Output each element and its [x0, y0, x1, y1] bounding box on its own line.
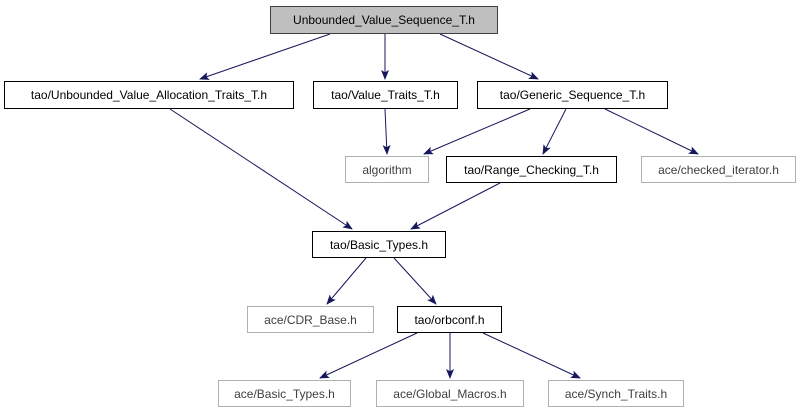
graph-node-rangecheck[interactable]: tao/Range_Checking_T.h: [446, 156, 617, 183]
graph-node-label: algorithm: [362, 162, 412, 177]
graph-node-label: ace/checked_iterator.h: [658, 162, 779, 177]
graph-node-label: tao/Generic_Sequence_T.h: [499, 88, 646, 102]
graph-node-root[interactable]: Unbounded_Value_Sequence_T.h: [270, 6, 498, 34]
graph-node-label: ace/Basic_Types.h: [234, 386, 335, 401]
graph-edge-orbconf-to-synchtraits: [482, 332, 581, 379]
graph-node-label: tao/Range_Checking_T.h: [464, 162, 599, 177]
graph-edge-rangecheck-to-basictypes: [410, 182, 501, 230]
graph-edge-genseq-to-algorithm: [423, 108, 531, 155]
graph-node-acebasic[interactable]: ace/Basic_Types.h: [218, 380, 351, 407]
graph-node-genseq[interactable]: tao/Generic_Sequence_T.h: [477, 81, 668, 109]
graph-node-label: tao/Basic_Types.h: [329, 237, 429, 252]
graph-node-checkediter[interactable]: ace/checked_iterator.h: [641, 156, 796, 183]
graph-node-globalmac[interactable]: ace/Global_Macros.h: [376, 380, 524, 407]
graph-node-algorithm[interactable]: algorithm: [345, 156, 429, 183]
graph-edge-genseq-to-rangecheck: [542, 108, 567, 155]
graph-node-label: tao/orbconf.h: [414, 312, 485, 327]
graph-edge-uvat-to-basictypes: [169, 108, 353, 230]
graph-node-basictypes[interactable]: tao/Basic_Types.h: [312, 231, 446, 258]
graph-edge-basictypes-to-orbconf: [393, 257, 437, 305]
graph-node-orbconf[interactable]: tao/orbconf.h: [397, 306, 502, 333]
graph-node-cdrbase[interactable]: ace/CDR_Base.h: [247, 306, 374, 333]
graph-edge-genseq-to-checkediter: [604, 108, 699, 155]
graph-node-synchtraits[interactable]: ace/Synch_Traits.h: [548, 380, 684, 407]
graph-edge-basictypes-to-cdrbase: [326, 257, 367, 305]
graph-node-label: Unbounded_Value_Sequence_T.h: [293, 13, 475, 27]
graph-edge-root-to-uvat: [199, 33, 331, 80]
edges-group: [169, 33, 699, 379]
graph-node-label: ace/Global_Macros.h: [393, 386, 507, 401]
graph-node-label: ace/Synch_Traits.h: [564, 386, 668, 401]
graph-node-vtraits[interactable]: tao/Value_Traits_T.h: [313, 81, 458, 109]
graph-edge-vtraits-to-algorithm: [382, 108, 391, 155]
graph-edge-orbconf-to-acebasic: [319, 332, 418, 379]
graph-node-label: ace/CDR_Base.h: [264, 312, 357, 327]
graph-node-uvat[interactable]: tao/Unbounded_Value_Allocation_Traits_T.…: [4, 81, 294, 109]
graph-node-label: tao/Value_Traits_T.h: [331, 88, 440, 102]
graph-node-label: tao/Unbounded_Value_Allocation_Traits_T.…: [30, 88, 268, 102]
graph-edge-root-to-genseq: [439, 33, 539, 80]
